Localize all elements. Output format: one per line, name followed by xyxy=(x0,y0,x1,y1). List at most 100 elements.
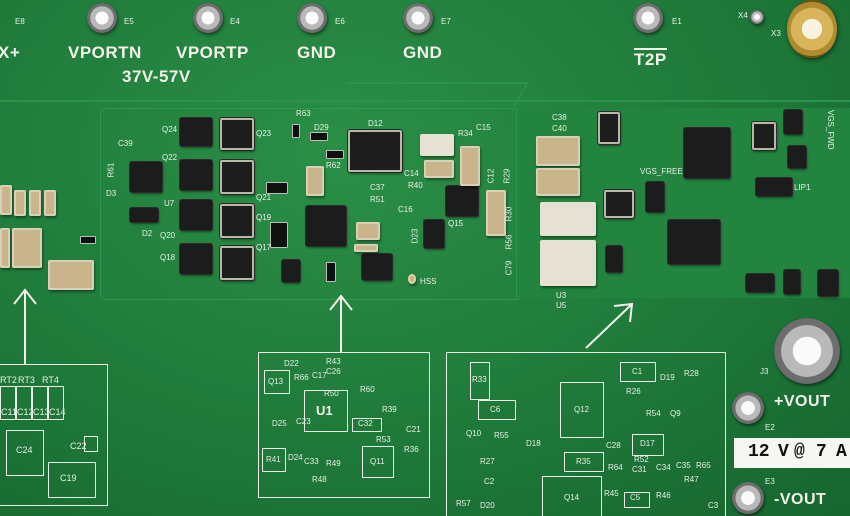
inset-mid-outline xyxy=(258,352,430,498)
ic-small-3 xyxy=(606,246,622,272)
ref-d22: D22 xyxy=(284,359,299,368)
ref-r51: R51 xyxy=(370,195,385,204)
ref-r40: R40 xyxy=(408,181,423,190)
ref-j3: J3 xyxy=(760,367,769,376)
ic-q19 xyxy=(220,204,254,238)
ref-r57: R57 xyxy=(456,499,471,508)
pad xyxy=(6,430,44,476)
hw-at: @ xyxy=(794,442,805,462)
ref-x3: X3 xyxy=(771,29,781,38)
ic-small-5 xyxy=(818,270,838,296)
ic-controller xyxy=(306,206,346,246)
hw-12: 12 xyxy=(748,442,770,462)
pad xyxy=(0,386,16,420)
pad xyxy=(632,434,664,456)
label-vout-neg: -VOUT xyxy=(774,491,827,508)
res xyxy=(266,182,288,194)
ref-c33: C33 xyxy=(304,457,319,466)
ref-q23: Q23 xyxy=(256,129,272,138)
ref-c38: C38 xyxy=(552,113,567,122)
terminal-e6[interactable] xyxy=(297,3,327,33)
res-r15 xyxy=(604,190,634,218)
ic-small-4 xyxy=(784,110,802,134)
ref-e3: E3 xyxy=(765,477,775,486)
cap-c40 xyxy=(536,168,580,196)
ref-r62: R62 xyxy=(326,161,341,170)
connector-j3[interactable] xyxy=(774,318,840,384)
ref-r41: R41 xyxy=(266,455,281,464)
ref-c40: C40 xyxy=(552,124,567,133)
diode xyxy=(752,122,776,150)
ref-c22: C22 xyxy=(70,441,87,451)
res xyxy=(80,236,96,244)
ref-q10: Q10 xyxy=(466,429,482,438)
ic-q24 xyxy=(180,118,212,146)
ref-c23: C23 xyxy=(296,417,311,426)
ref-c1: C1 xyxy=(632,367,643,376)
ref-r39: R39 xyxy=(382,405,397,414)
ref-d23: D23 xyxy=(410,228,420,244)
ref-r27: R27 xyxy=(480,457,495,466)
ref-r64: R64 xyxy=(608,463,623,472)
label-t2p: T2P xyxy=(634,48,667,69)
cap xyxy=(29,190,41,216)
label-vout-pos: +VOUT xyxy=(774,393,831,410)
terminal-e7[interactable] xyxy=(403,3,433,33)
pad xyxy=(262,448,286,472)
pad xyxy=(32,386,48,420)
pad xyxy=(620,362,656,382)
cap xyxy=(12,228,42,268)
ref-e5: E5 xyxy=(124,17,134,26)
board-edge-trace xyxy=(0,100,850,102)
ref-d17: D17 xyxy=(640,439,655,448)
cap-1000 xyxy=(420,134,454,156)
ic-lip1 xyxy=(756,178,792,196)
ref-q22: Q22 xyxy=(162,153,178,162)
ref-r36: R36 xyxy=(404,445,419,454)
ref-c14-inset: C14 xyxy=(49,407,66,417)
ref-c13: C13 xyxy=(33,407,50,417)
ref-q15: Q15 xyxy=(448,219,464,228)
ref-q18: Q18 xyxy=(160,253,176,262)
terminal-e3[interactable] xyxy=(732,482,764,514)
res-r5 xyxy=(598,112,620,144)
ref-q14: Q14 xyxy=(564,493,580,502)
ref-c6: C6 xyxy=(490,405,501,414)
ref-c12: C12 xyxy=(486,168,496,184)
terminal-e4[interactable] xyxy=(193,3,223,33)
ref-q13: Q13 xyxy=(268,377,284,386)
cap xyxy=(486,190,506,236)
ref-c24: C24 xyxy=(16,445,33,455)
hw-7: 7 xyxy=(816,442,827,462)
terminal-e2[interactable] xyxy=(732,392,764,424)
pad xyxy=(470,362,490,400)
ref-r66: R66 xyxy=(294,373,309,382)
cap xyxy=(460,146,480,186)
ref-r43: R43 xyxy=(326,357,341,366)
ref-r47: R47 xyxy=(684,475,699,484)
pad xyxy=(624,492,650,508)
ic-q17 xyxy=(220,246,254,280)
ref-r34: R34 xyxy=(458,129,473,138)
label-x-plus: X+ xyxy=(0,43,21,62)
pad xyxy=(84,436,98,452)
ref-e1: E1 xyxy=(672,17,682,26)
connector-x3[interactable] xyxy=(787,0,837,58)
ref-r50: R50 xyxy=(324,389,339,398)
ref-e2: E2 xyxy=(765,423,775,432)
terminal-e5[interactable] xyxy=(87,3,117,33)
label-gnd-2: GND xyxy=(403,43,443,62)
label-lip1: LIP1 xyxy=(794,183,811,192)
ref-d2: D2 xyxy=(142,229,153,238)
cap xyxy=(0,228,10,268)
ic-sot xyxy=(646,182,664,212)
pad xyxy=(16,386,32,420)
pad xyxy=(352,418,382,432)
terminal-e1[interactable] xyxy=(633,3,663,33)
cap xyxy=(354,244,378,252)
pad xyxy=(48,386,64,420)
ic-q20 xyxy=(180,244,212,274)
ref-r60: R60 xyxy=(360,385,375,394)
xfmr-u5 xyxy=(540,240,596,286)
